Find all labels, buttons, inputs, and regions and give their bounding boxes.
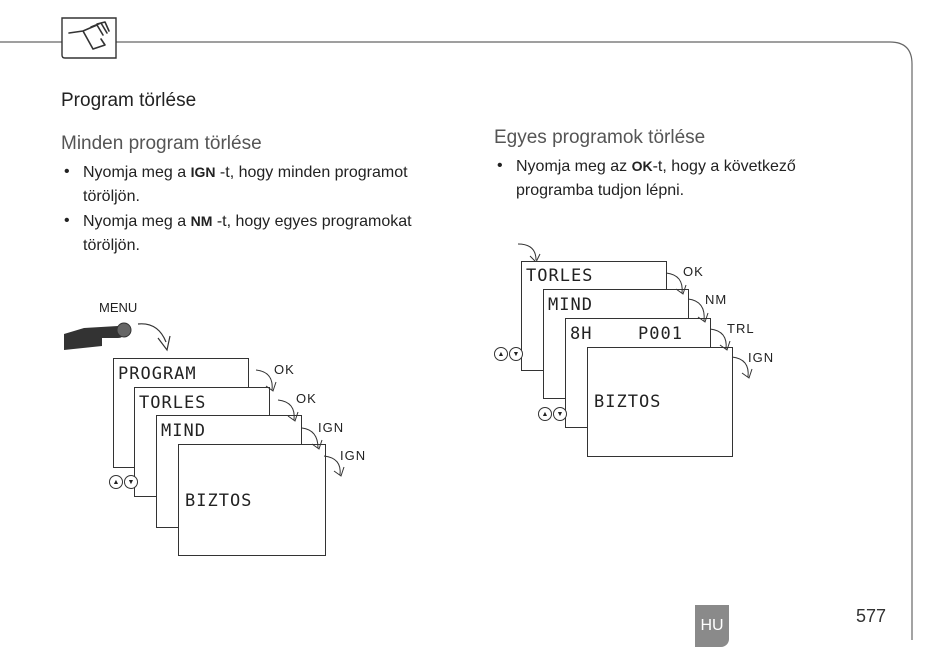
lcd-screen-biztos: BIZTOS [178, 444, 326, 556]
bullet-item: Nyomja meg a NM -t, hogy egyes programok… [61, 209, 481, 258]
key-label: IGN [340, 448, 367, 463]
lcd-text: PROGRAM [118, 364, 197, 384]
key-label: OK [683, 264, 704, 279]
key-label: TRL [727, 321, 755, 336]
key-label: IGN [318, 420, 345, 435]
bullet-item: Nyomja meg az OK-t, hogy a következő pro… [494, 154, 874, 203]
down-arrow-icon[interactable]: ▼ [509, 347, 523, 361]
lcd-screen-biztos: BIZTOS [587, 347, 733, 457]
down-arrow-icon[interactable]: ▼ [124, 475, 138, 489]
hand-touch-icon [61, 17, 117, 59]
lcd-text: 8H [570, 324, 593, 344]
language-badge: HU [695, 605, 729, 647]
language-badge-label: HU [700, 617, 724, 634]
left-subtitle: Minden program törlése [61, 133, 262, 154]
key-label: OK [274, 362, 295, 377]
lcd-text: BIZTOS [185, 491, 253, 511]
key-arrows-right [665, 272, 753, 379]
up-down-buttons[interactable]: ▲ ▼ [109, 475, 138, 489]
pressing-hand-icon [64, 322, 171, 352]
menu-label: MENU [99, 300, 138, 315]
lcd-text: BIZTOS [594, 392, 662, 412]
lcd-text: MIND [548, 295, 593, 315]
up-down-buttons[interactable]: ▲ ▼ [538, 407, 567, 421]
right-bullet-list: Nyomja meg az OK-t, hogy a következő pro… [494, 154, 874, 203]
lcd-text: TORLES [526, 266, 594, 286]
right-subtitle: Egyes programok törlése [494, 127, 706, 148]
up-arrow-icon[interactable]: ▲ [494, 347, 508, 361]
key-label: NM [705, 292, 728, 307]
lcd-text: MIND [161, 421, 206, 441]
up-arrow-icon[interactable]: ▲ [538, 407, 552, 421]
key-arrows-left [255, 369, 345, 477]
lcd-program-number: P001 [638, 324, 683, 344]
lcd-text: TORLES [139, 393, 207, 413]
down-arrow-icon[interactable]: ▼ [553, 407, 567, 421]
bullet-item: Nyomja meg a IGN -t, hogy minden program… [61, 160, 481, 209]
section-title: Program törlése [61, 90, 197, 111]
left-bullet-list: Nyomja meg a IGN -t, hogy minden program… [61, 160, 481, 258]
up-arrow-icon[interactable]: ▲ [109, 475, 123, 489]
key-label: OK [296, 391, 317, 406]
page-number: 577 [856, 606, 887, 626]
key-label: IGN [748, 350, 775, 365]
up-down-buttons[interactable]: ▲ ▼ [494, 347, 523, 361]
